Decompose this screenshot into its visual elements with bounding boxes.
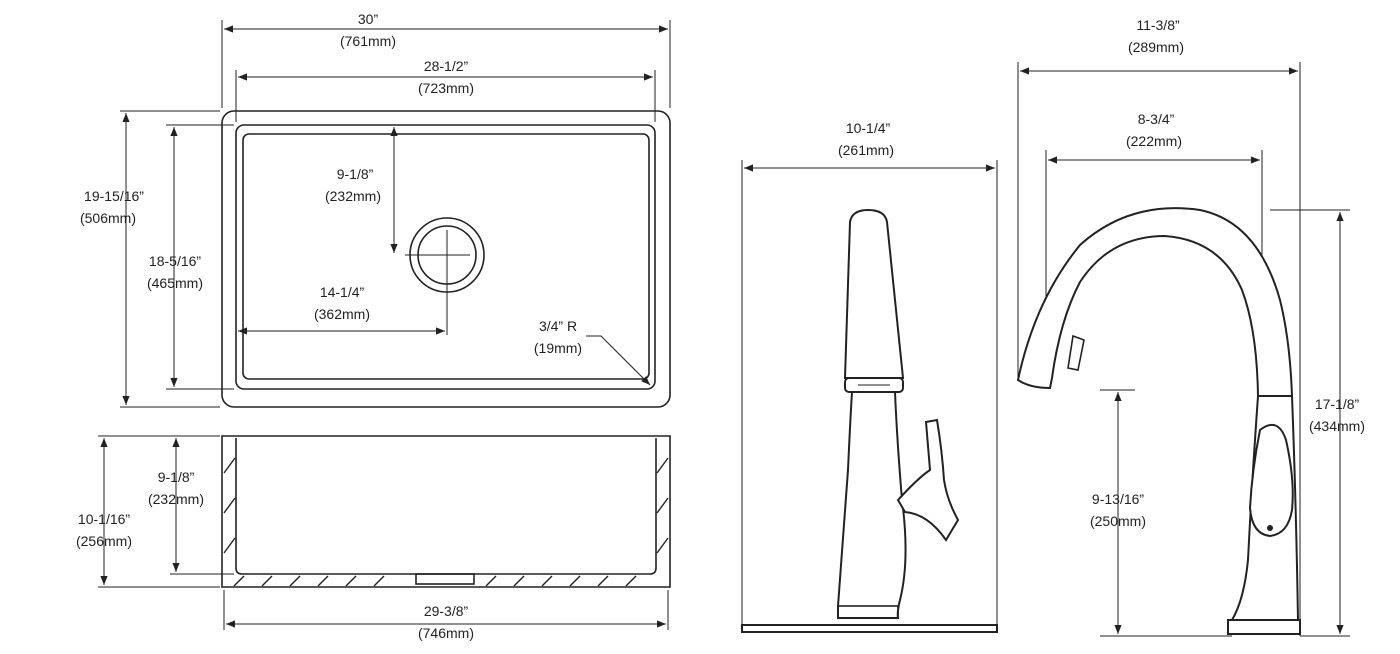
- sink-top-view: 30” (761mm) 28-1/2” (723mm) 19-15/16” (5…: [80, 11, 671, 408]
- drain-from-back-label: 9-1/8”: [337, 166, 374, 182]
- sink-inner-width-label: 28-1/2”: [424, 58, 469, 74]
- spout-height-metric: (250mm): [1090, 513, 1146, 529]
- sink-overall-width-label: 30”: [358, 11, 379, 27]
- bowl-depth-label: 9-1/8”: [158, 469, 195, 485]
- faucet-front-view: 10-1/4” (261mm): [741, 120, 998, 633]
- spout-reach-label: 8-3/4”: [1138, 111, 1175, 127]
- sink-top-outline: [221, 110, 671, 408]
- sink-front-view: 9-1/8” (232mm) 10-1/16” (256mm) 29-3/8” …: [76, 435, 671, 641]
- indicator-dot-icon: [1267, 525, 1273, 531]
- corner-radius-label: 3/4” R: [539, 318, 577, 334]
- sink-overall-width-metric: (761mm): [340, 33, 396, 49]
- spout-height-label: 9-13/16”: [1092, 491, 1144, 507]
- sink-height-metric: (256mm): [76, 533, 132, 549]
- sink-overall-depth-metric: (506mm): [80, 210, 136, 226]
- faucet-height-label: 17-1/8”: [1315, 396, 1360, 412]
- sink-overall-depth-label: 19-15/16”: [84, 188, 144, 204]
- apron-width-metric: (746mm): [418, 625, 474, 641]
- faucet-side-view: 11-3/8” (289mm) 8-3/4” (222mm) 17-1/8” (…: [1016, 17, 1365, 637]
- sink-inner-depth-label: 18-5/16”: [149, 253, 201, 269]
- faucet-depth-label: 11-3/8”: [1136, 17, 1180, 33]
- faucet-side-base: [1227, 619, 1301, 635]
- spray-head-button-icon: [1067, 334, 1085, 371]
- sink-front-outline: [221, 435, 671, 588]
- apron-width-label: 29-3/8”: [424, 603, 469, 619]
- deck-plate: [741, 624, 998, 633]
- dim-leader-corner-radius: [586, 335, 651, 386]
- spout-reach-metric: (222mm): [1126, 133, 1182, 149]
- faucet-side-handle: [1248, 423, 1294, 538]
- faucet-base: [837, 605, 899, 619]
- sink-height-label: 10-1/16”: [78, 511, 130, 527]
- faucet-height-metric: (434mm): [1309, 418, 1365, 434]
- drain-icon: [405, 217, 485, 335]
- sink-inner-width-metric: (723mm): [418, 80, 474, 96]
- gooseneck-spout: [1016, 207, 1294, 397]
- drain-from-side-label: 14-1/4”: [320, 284, 365, 300]
- faucet-depth-metric: (289mm): [1128, 39, 1184, 55]
- faucet-body: [837, 391, 907, 619]
- deck-plate-width-metric: (261mm): [838, 142, 894, 158]
- sink-inner-depth-metric: (465mm): [147, 275, 203, 291]
- drain-from-back-metric: (232mm): [325, 188, 381, 204]
- faucet-handle: [896, 418, 960, 542]
- sink-front-drain: [415, 573, 475, 585]
- bowl-depth-metric: (232mm): [148, 491, 204, 507]
- pull-down-spray-head: [843, 208, 905, 379]
- hatch-pattern: [223, 457, 669, 587]
- sink-bowl-outline: [242, 133, 650, 380]
- sink-front-bowl-section: [235, 438, 657, 575]
- drain-from-side-metric: (362mm): [314, 306, 370, 322]
- corner-radius-metric: (19mm): [534, 340, 582, 356]
- deck-plate-width-label: 10-1/4”: [846, 120, 891, 136]
- sink-rim-outline: [235, 124, 656, 390]
